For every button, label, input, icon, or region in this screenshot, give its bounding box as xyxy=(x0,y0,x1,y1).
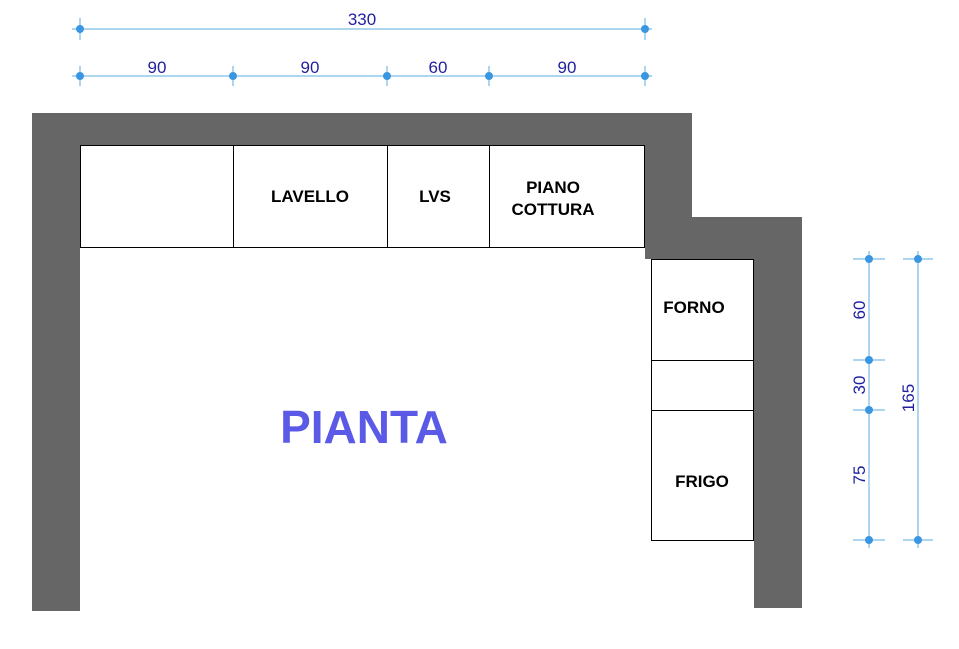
dimension-point xyxy=(76,72,84,80)
dimension-point xyxy=(641,72,649,80)
right-cabinets: FORNO FRIGO xyxy=(651,259,754,541)
wall-corner xyxy=(645,113,692,259)
dimension-point xyxy=(865,406,873,414)
cabinet-label-frigo: FRIGO xyxy=(675,472,729,491)
cabinet-empty xyxy=(80,145,234,248)
plan-title: PIANTA xyxy=(280,401,448,453)
cabinet-label-cottura: COTTURA xyxy=(511,200,594,219)
dimension-label-segment: 90 xyxy=(558,58,577,77)
dimension-point xyxy=(865,356,873,364)
cabinet-label-piano: PIANO xyxy=(526,178,580,197)
dimension-point xyxy=(76,25,84,33)
dimension-label-frigo: 75 xyxy=(850,466,869,485)
wall-left xyxy=(32,113,80,611)
dimension-top-segments: 90 90 60 90 xyxy=(72,58,652,86)
cabinet-filler xyxy=(651,360,754,411)
cabinet-frigo xyxy=(651,410,754,541)
cabinet-lavello xyxy=(233,145,388,248)
dimension-label-total-height: 165 xyxy=(899,384,918,412)
wall-right xyxy=(754,217,802,608)
cabinet-forno xyxy=(651,259,754,361)
dimension-right-total: 165 xyxy=(899,251,933,548)
dimension-point xyxy=(383,72,391,80)
cabinet-piano-cottura xyxy=(489,145,645,248)
dimension-point xyxy=(914,536,922,544)
dimension-top-total: 330 xyxy=(72,10,652,40)
wall-top xyxy=(32,113,692,145)
dimension-point xyxy=(485,72,493,80)
dimension-label-segment: 60 xyxy=(429,58,448,77)
dimension-point xyxy=(229,72,237,80)
dimension-point xyxy=(865,536,873,544)
dimension-label-filler: 30 xyxy=(850,376,869,395)
dimension-label-segment: 90 xyxy=(301,58,320,77)
dimension-label-segment: 90 xyxy=(148,58,167,77)
cabinet-lvs xyxy=(387,145,490,248)
dimension-point xyxy=(865,255,873,263)
dimension-right-segments: 60 30 75 xyxy=(850,251,885,548)
cabinet-label-forno: FORNO xyxy=(663,298,724,317)
dimension-label-total: 330 xyxy=(348,10,376,29)
cabinet-label-lavello: LAVELLO xyxy=(271,187,349,206)
dimension-point xyxy=(641,25,649,33)
top-cabinets: LAVELLO LVS PIANO COTTURA xyxy=(80,145,645,248)
cabinet-label-lvs: LVS xyxy=(419,187,451,206)
dimension-point xyxy=(914,255,922,263)
dimension-label-forno: 60 xyxy=(850,301,869,320)
